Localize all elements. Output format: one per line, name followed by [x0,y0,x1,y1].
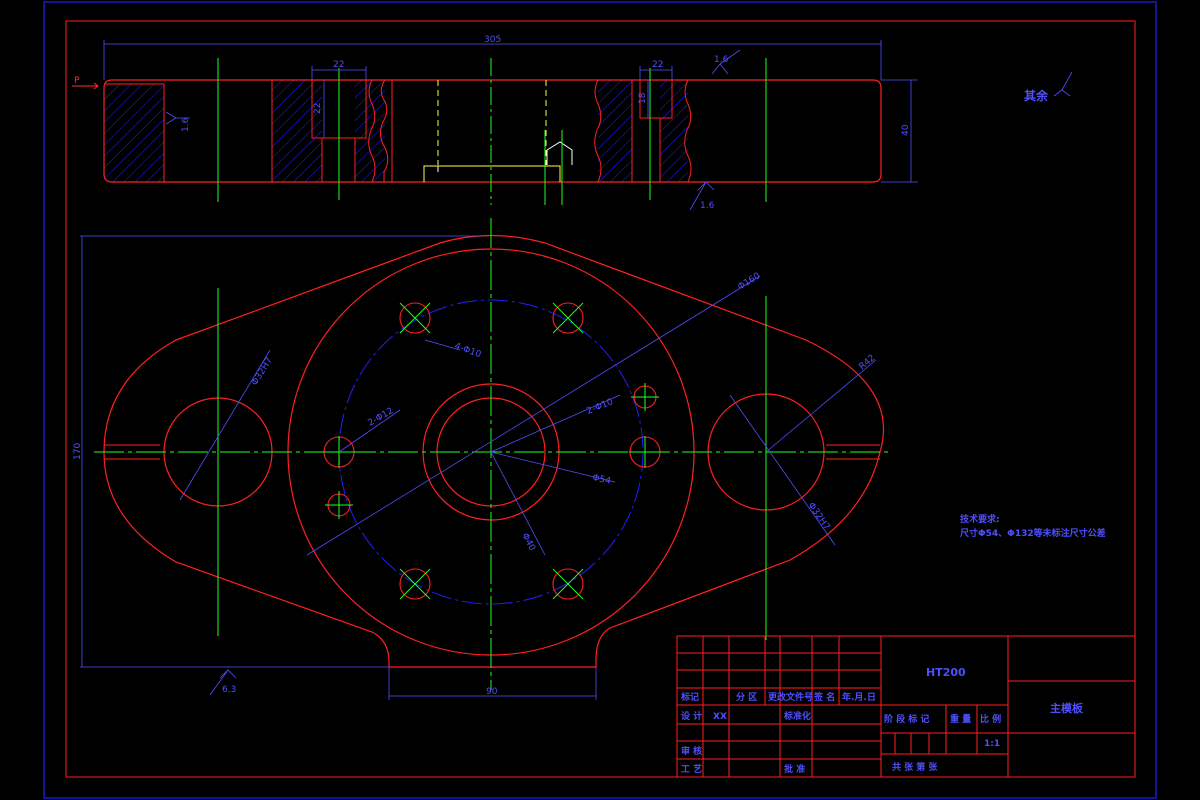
tb-mark: 标记 [680,691,699,703]
dim-base-width: 90 [486,687,498,697]
dim-thickness: 40 [901,124,911,136]
tb-doc-no: 更改文件号 [768,691,813,703]
tb-standard: 标准化 [783,710,811,722]
notes-line-1: 技术要求: [960,513,1000,525]
roughness-bottom: 1.6 [700,201,715,211]
dim-holes-2b: 2-Φ10 [585,397,615,417]
dim-slot-depth-left: 22 [313,103,323,114]
dim-slot-width-right: 22 [652,60,663,70]
hatch-left [104,84,164,182]
tb-designer: XX [713,712,727,722]
dim-holes-4: 4-Φ10 [453,341,483,360]
slot-right [639,79,673,119]
dim-length: 305 [484,35,501,45]
hole [552,302,584,334]
tb-approve: 批 准 [784,763,805,775]
roughness-top: 1.6 [714,55,729,65]
part-name: 主模板 [1050,701,1084,715]
hole [552,568,584,600]
hole [399,568,431,600]
dim-left-ear-hole: Φ32H7 [250,356,275,388]
dim-right-ear-hole: Φ32H7 [806,501,832,532]
marker-p: P [74,76,80,86]
marker-arrow [72,82,99,90]
notes-line-2: 尺寸Φ54、Φ132等未标注尺寸公差 [960,527,1106,539]
title-block: HT200 主模板 标记 分 区 更改文件号 签 名 年.月.日 设 计 XX … [676,635,1136,778]
tb-scale-value: 1:1 [984,739,1000,749]
dim-height: 170 [73,443,83,460]
material: HT200 [926,666,966,679]
tb-scale: 比 例 [980,713,1001,725]
dim-hub: Φ54 [591,473,611,487]
tb-process: 工 艺 [681,763,702,775]
drawing-frame [43,1,1157,799]
dim-slot-depth-right: 18 [638,92,648,104]
section-view: 305 22 22 22 18 40 1.6 1.6 1.6 其余 P [72,35,1073,211]
tb-review: 审 核 [681,745,702,757]
tb-sign: 签 名 [813,691,835,703]
tb-design: 设 计 [681,710,702,722]
tb-date: 年.月.日 [842,691,876,703]
plan-view: 170 90 Φ160 R42 Φ32H7 Φ32H7 4-Φ10 2-Φ12 … [73,218,892,700]
tb-zone: 分 区 [736,691,757,703]
tb-stage-mark: 阶 段 标 记 [884,713,929,725]
hatch-mid-left [272,80,322,182]
hole [399,302,431,334]
keyway-mark [546,141,573,165]
dim-outer-diameter: Φ160 [736,271,762,292]
hatch-right [660,80,688,182]
hatch-mid-right [598,80,632,182]
tb-weight: 重 量 [950,713,971,725]
dim-ear-radius: R42 [858,353,878,372]
roughness-remaining: 其余 [1024,88,1049,103]
tb-sheet-info: 共 张 第 张 [892,761,938,773]
dim-slot-width-left: 22 [333,60,344,70]
roughness-plan: 6.3 [222,685,236,695]
dim-holes-2a: 2-Φ12 [367,406,396,428]
roughness-left: 1.6 [181,117,191,132]
section-outline [103,79,882,183]
